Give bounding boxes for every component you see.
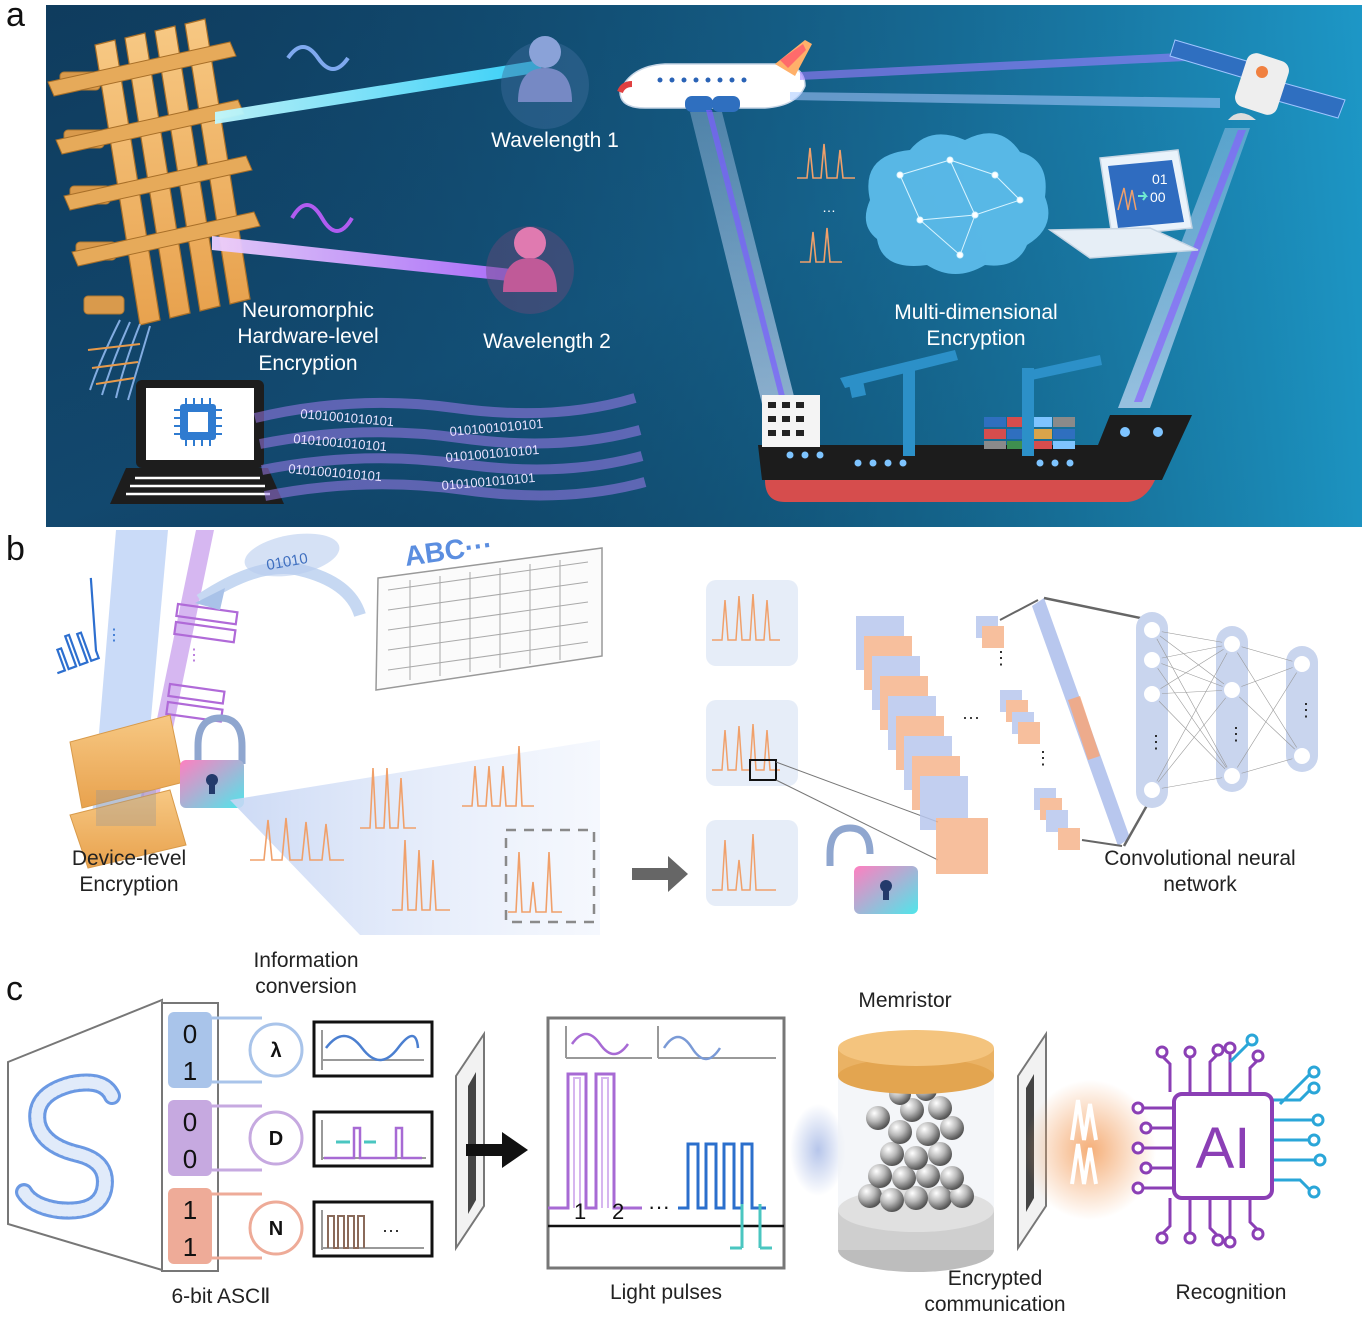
panel-letter-c: c: [6, 970, 23, 1008]
light-pulses-diagram: [546, 1016, 786, 1270]
spike-traces-a: [797, 143, 855, 263]
padlock-closed-icon: [180, 714, 246, 808]
airplane-icon: [617, 40, 812, 112]
container-stack-icon: [984, 417, 1075, 449]
symbol-circle-d: [248, 1110, 304, 1166]
panel-letter-a: a: [6, 0, 25, 34]
svg-text:⋮: ⋮: [106, 627, 122, 644]
bit-3-bottom: 1: [183, 1232, 197, 1262]
ai-chip-text: AI: [1196, 1116, 1251, 1181]
svg-text:⋮: ⋮: [1227, 724, 1245, 744]
arrow-right-icon-c: [466, 1132, 528, 1168]
symbol-lambda: λ: [270, 1040, 281, 1062]
beam-wavelength-1: [215, 60, 542, 124]
bit-block-1: [168, 1012, 212, 1088]
padlock-open-icon: [826, 824, 918, 914]
ascii-label: 6-bit ASCⅡ: [171, 1285, 271, 1308]
bit-block-2: [168, 1100, 212, 1176]
person-icon-1: [501, 36, 589, 129]
wave-icon-1: [286, 45, 350, 71]
bit-2-top: 0: [183, 1107, 197, 1137]
selection-box: [504, 828, 596, 924]
cable-text: 01010: [265, 550, 309, 574]
svg-text:⋮: ⋮: [1034, 748, 1052, 768]
ship-icon: [758, 395, 1192, 502]
wave-icon-2: [290, 203, 354, 233]
beam-wavelength-2: [212, 236, 520, 282]
pulse-ellipsis: ···: [648, 1194, 670, 1219]
brain-icon: [865, 133, 1049, 274]
binary-streams: [253, 393, 647, 501]
crossbar-array-icon: [47, 18, 261, 401]
svg-text:···: ···: [962, 707, 980, 727]
memristor-label: Memristor: [858, 989, 952, 1012]
crane-icon: [840, 350, 1102, 456]
svg-text:···: ···: [382, 1220, 400, 1240]
panel-letter-b: b: [6, 530, 25, 568]
glow-blue: [790, 1104, 846, 1196]
symbol-n: N: [269, 1218, 283, 1240]
information-conversion-label: Information conversion: [253, 949, 359, 999]
encrypted-communication-label: Encrypted communication: [924, 1267, 1066, 1317]
svg-text:⋮: ⋮: [186, 647, 202, 664]
bit-2-bottom: 0: [183, 1144, 197, 1174]
feature-maps: [856, 616, 1080, 874]
spike-cards: [706, 580, 939, 906]
spike-projection: [230, 740, 600, 935]
bit-block-3: [168, 1188, 212, 1264]
hardware-encryption-label: Neuromorphic Hardware-level Encryption: [237, 299, 379, 375]
panel-a: … 01 00: [46, 5, 1362, 527]
laptop-screen-line-2: 00: [1150, 189, 1166, 205]
panel-b: ⋮ ⋮ 01010 ABC···: [55, 529, 1318, 935]
letter-frame: [7, 998, 163, 1272]
person-icon-2: [486, 226, 574, 314]
bit-3-top: 1: [183, 1195, 197, 1225]
light-pulses-label: Light pulses: [609, 1281, 723, 1304]
cnn-label: Convolutional neural network: [1104, 847, 1296, 897]
bit-1-bottom: 1: [183, 1056, 197, 1086]
neural-network-icon: ⋮ ⋮ ⋮: [1136, 612, 1318, 808]
pulse-number-1: 1: [574, 1199, 586, 1224]
panel-c: ···: [7, 998, 1327, 1272]
pulse-train-blue: [55, 577, 101, 675]
laptop-icon: 01 00: [1047, 149, 1199, 259]
symbol-circle-lambda: [248, 1022, 304, 1078]
svg-text:⋮: ⋮: [1297, 700, 1315, 720]
symbol-circle-n: [248, 1200, 304, 1256]
memristor-icon: [838, 1030, 994, 1272]
bit-1-top: 0: [183, 1019, 197, 1049]
laptop-screen-line-1: 01: [1152, 171, 1168, 187]
satellite-icon: [1169, 39, 1346, 120]
keyboard-icon: [375, 547, 603, 691]
arrow-right-icon: [632, 856, 688, 892]
svg-text:⋮: ⋮: [1147, 732, 1165, 752]
recognition-label: Recognition: [1175, 1281, 1287, 1304]
symbol-d: D: [269, 1128, 283, 1150]
svg-text:…: …: [822, 199, 836, 215]
device-level-encryption-label: Device-level Encryption: [71, 847, 187, 897]
pulse-number-2: 2: [612, 1199, 624, 1224]
multi-dimensional-encryption-label: Multi-dimensional Encryption: [894, 301, 1058, 351]
wavelength-1-label: Wavelength 1: [491, 129, 619, 152]
wavelength-2-label: Wavelength 2: [483, 330, 611, 353]
spike-traces-b: [250, 745, 562, 913]
chip-laptop-icon: [110, 380, 284, 504]
svg-text:⋮: ⋮: [992, 648, 1010, 668]
ai-chip-icon: AI: [1131, 1033, 1327, 1249]
conversion-boxes: ···: [312, 1020, 434, 1258]
